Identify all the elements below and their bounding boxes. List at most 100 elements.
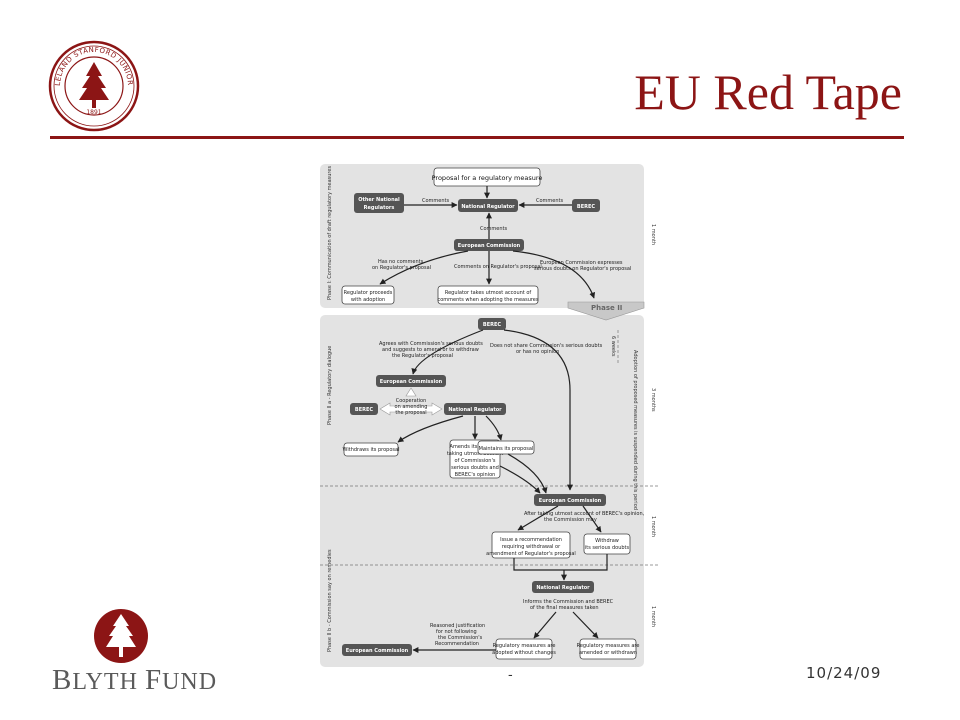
blyth-fund-logo [48, 606, 198, 696]
arrow-adopted [533, 611, 557, 639]
slide-title: EU Red Tape [634, 64, 902, 120]
berec-label-2: BEREC [483, 322, 501, 328]
phase2-tag-label: Phase II [591, 304, 622, 312]
nr-label-3: National Regulator [536, 585, 590, 591]
arrow-no-comments [379, 250, 469, 285]
arrow-agrees [411, 329, 484, 375]
ec-node-2 [376, 375, 446, 387]
after-2: the Commission may [544, 517, 597, 523]
proceeds-label-2: with adoption [351, 297, 385, 303]
ec-node-4 [342, 644, 412, 656]
issue-3: amendment of Regulator's proposal [486, 551, 576, 557]
amends-1: Amends its proposal [450, 444, 501, 450]
time-1month-b: 1 month [650, 516, 656, 537]
arrow-withdraw [582, 505, 602, 533]
berec-label: BEREC [577, 204, 595, 210]
utmost-label-1: Regulator takes utmost account of [445, 290, 532, 296]
other-nra-label-2: Regulators [364, 205, 395, 211]
seal-year: 1891 [86, 109, 101, 116]
berec-node-3 [350, 403, 378, 415]
adopted-2: adopted without changes [492, 650, 556, 656]
withdraws-node [343, 442, 399, 457]
ec-doubts-1: European Commission expresses [540, 260, 623, 266]
eu-process-flowchart: .bg{fill:#e3e3e3} .dk{fill:#555} .wb{fil… [318, 160, 662, 670]
arrow-withdraws [397, 415, 464, 443]
ec-node-1 [454, 239, 524, 251]
reasoned-3: the Commission's [438, 635, 483, 641]
nr-node-2 [444, 403, 506, 415]
agrees-2: and suggests to amend or to withdraw [382, 347, 479, 353]
ec-label-1: European Commission [458, 243, 521, 249]
coop-3: the proposal [395, 410, 426, 416]
utmost-node [437, 285, 539, 305]
amends-3: of Commission's [455, 458, 496, 464]
national-regulator-node [458, 199, 518, 212]
time-1month-c: 1 month [650, 606, 656, 627]
proceeds-label-1: Regulator proceeds [344, 290, 393, 296]
arrow-maintains-ec [507, 453, 548, 494]
no-comments-2: on Regulator's proposal [372, 265, 431, 271]
comments-right: Comments [536, 198, 563, 204]
maintains-label: Maintains its proposal [479, 446, 534, 452]
arrow-issue [517, 505, 559, 531]
no-comments-1: Has no comments [378, 259, 424, 265]
issue-2: requiring withdrawal or [502, 544, 561, 550]
other-nra-node [354, 193, 404, 213]
tree-emblem-icon [94, 609, 148, 663]
not-share-1: Does not share Commission's serious doub… [490, 343, 603, 349]
arrow-maintains [485, 415, 503, 441]
amended-2: amended or withdrawn [579, 650, 637, 656]
phase2a-label: Phase II a - Regulatory dialogue [327, 346, 333, 425]
arrow-amended [572, 611, 599, 639]
amends-2: taking utmost account [447, 451, 503, 457]
ec-doubts-2: serious doubts on Regulator's proposal [534, 266, 631, 272]
after-1: After taking utmost account of BEREC's o… [524, 511, 645, 517]
amended-node [579, 638, 637, 660]
phase2-arrow-tag [567, 301, 645, 321]
berec-node [572, 199, 600, 212]
amends-5: BEREC's opinion [455, 472, 496, 478]
informs-2: of the final measures taken [530, 605, 599, 611]
not-share-2: or has no opinion [516, 349, 559, 355]
flowchart-svg: .bg{fill:#e3e3e3} .dk{fill:#555} .wb{fil… [320, 164, 660, 667]
utmost-label-2: comments when adopting the measures [437, 297, 538, 303]
withdraw-2: its serious doubts [585, 545, 630, 551]
phase2-panel [320, 315, 644, 667]
blyth-fund-wordmark: BLYTH FUND [52, 664, 218, 696]
informs-1: Informs the Commission and BEREC [523, 599, 614, 605]
time-adoption: Adoption of proposed measures is suspend… [632, 350, 638, 510]
withdraw-1: Withdraw [595, 538, 619, 544]
reasoned-4: Recommendation [435, 641, 479, 647]
agrees-3: the Regulator's proposal [392, 353, 453, 359]
arrow-not-share [503, 329, 573, 491]
maintains-node [477, 440, 535, 455]
title-divider [50, 136, 904, 139]
proceeds-node [341, 285, 395, 305]
berec-label-3: BEREC [355, 407, 373, 413]
cooperation-arrow-up [405, 387, 417, 397]
ec-node-3 [534, 494, 606, 506]
proposal-label: Proposal for a regulatory measure [432, 174, 543, 182]
issue-1: Issue a recommendation [500, 537, 562, 543]
nr-label-2: National Regulator [448, 407, 502, 413]
comments-up: Comments [480, 226, 507, 232]
issue-node [491, 531, 571, 559]
amends-4: serious doubts and [451, 465, 499, 471]
other-nra-label-1: Other National [358, 197, 400, 203]
adopted-1: Regulatory measures are [493, 643, 556, 649]
arrow-amends-ec [499, 465, 541, 494]
withdraw-node [583, 533, 631, 555]
berec-node-2 [478, 318, 506, 330]
phase1-label: Phase I: Communication of draft regulato… [327, 166, 333, 300]
coop-2: on amending [395, 404, 428, 410]
nr-node-3 [532, 581, 594, 593]
merge-line [513, 554, 608, 571]
comments-on: Comments on Regulator's proposal [454, 264, 542, 270]
ec-label-2: European Commission [380, 379, 443, 385]
ec-label-4: European Commission [346, 648, 409, 654]
arrow-ec-doubts [512, 250, 596, 299]
reasoned-2: for not following [436, 629, 477, 635]
time-1month-a: 1 month [650, 224, 656, 245]
national-regulator-label: National Regulator [461, 204, 515, 210]
ec-label-3: European Commission [539, 498, 602, 504]
